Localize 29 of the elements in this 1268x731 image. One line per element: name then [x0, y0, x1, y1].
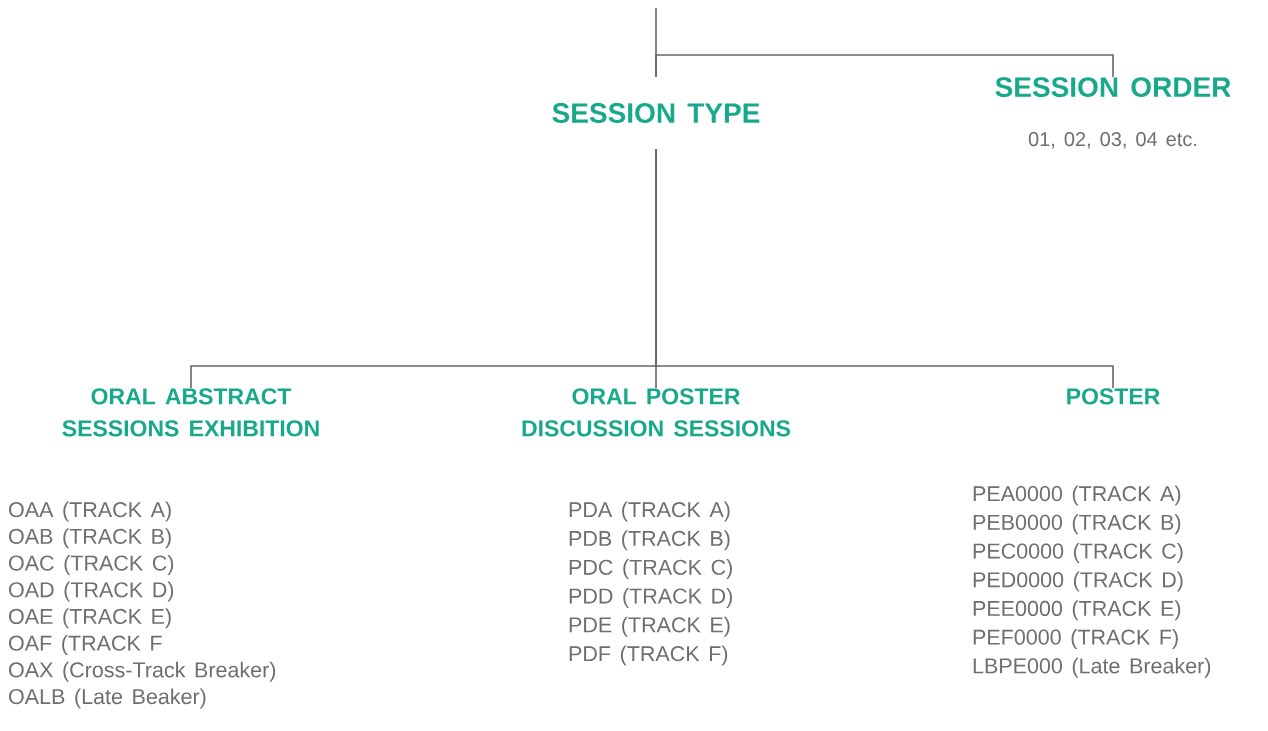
code-item: PEE0000 (TRACK E): [973, 600, 1181, 621]
code-item: OALB (Late Beaker): [9, 688, 206, 709]
code-item: OAE (TRACK E): [9, 608, 171, 629]
heading: SESSION TYPE: [552, 103, 760, 123]
code-item: PDE (TRACK E): [569, 616, 730, 637]
connector: [655, 54, 1114, 78]
connector: [655, 148, 1114, 389]
code-item: OAB (TRACK B): [9, 528, 171, 549]
code-item: PDF (TRACK F): [569, 645, 728, 666]
heading: ORAL POSTER DISCUSSION SESSIONS: [522, 388, 791, 437]
code-item: PED0000 (TRACK D): [973, 571, 1183, 592]
code-item: OAD (TRACK D): [9, 581, 174, 602]
code-item: OAX (Cross-Track Breaker): [9, 661, 276, 682]
code-item: OAF (TRACK F: [9, 635, 162, 655]
heading: SESSION ORDER: [995, 77, 1231, 97]
code-item: PEA0000 (TRACK A): [973, 485, 1181, 506]
code-item: PDA (TRACK A): [569, 501, 730, 522]
subtitle: 01, 02, 03, 04 etc.: [1028, 132, 1197, 149]
code-item: PEC0000 (TRACK C): [973, 542, 1183, 563]
heading: ORAL ABSTRACT SESSIONS EXHIBITION: [62, 388, 319, 437]
heading: POSTER: [1067, 388, 1160, 405]
code-item: PEF0000 (TRACK F): [973, 629, 1178, 649]
code-item: LBPE000 (Late Breaker): [973, 657, 1211, 678]
code-item: OAC (TRACK C): [9, 554, 174, 575]
code-item: PDC (TRACK C): [569, 559, 732, 580]
code-item: PDB (TRACK B): [569, 530, 730, 551]
code-item: PDD (TRACK D): [569, 587, 732, 608]
code-item: PEB0000 (TRACK B): [973, 514, 1181, 535]
code-item: OAA (TRACK A): [9, 501, 171, 522]
